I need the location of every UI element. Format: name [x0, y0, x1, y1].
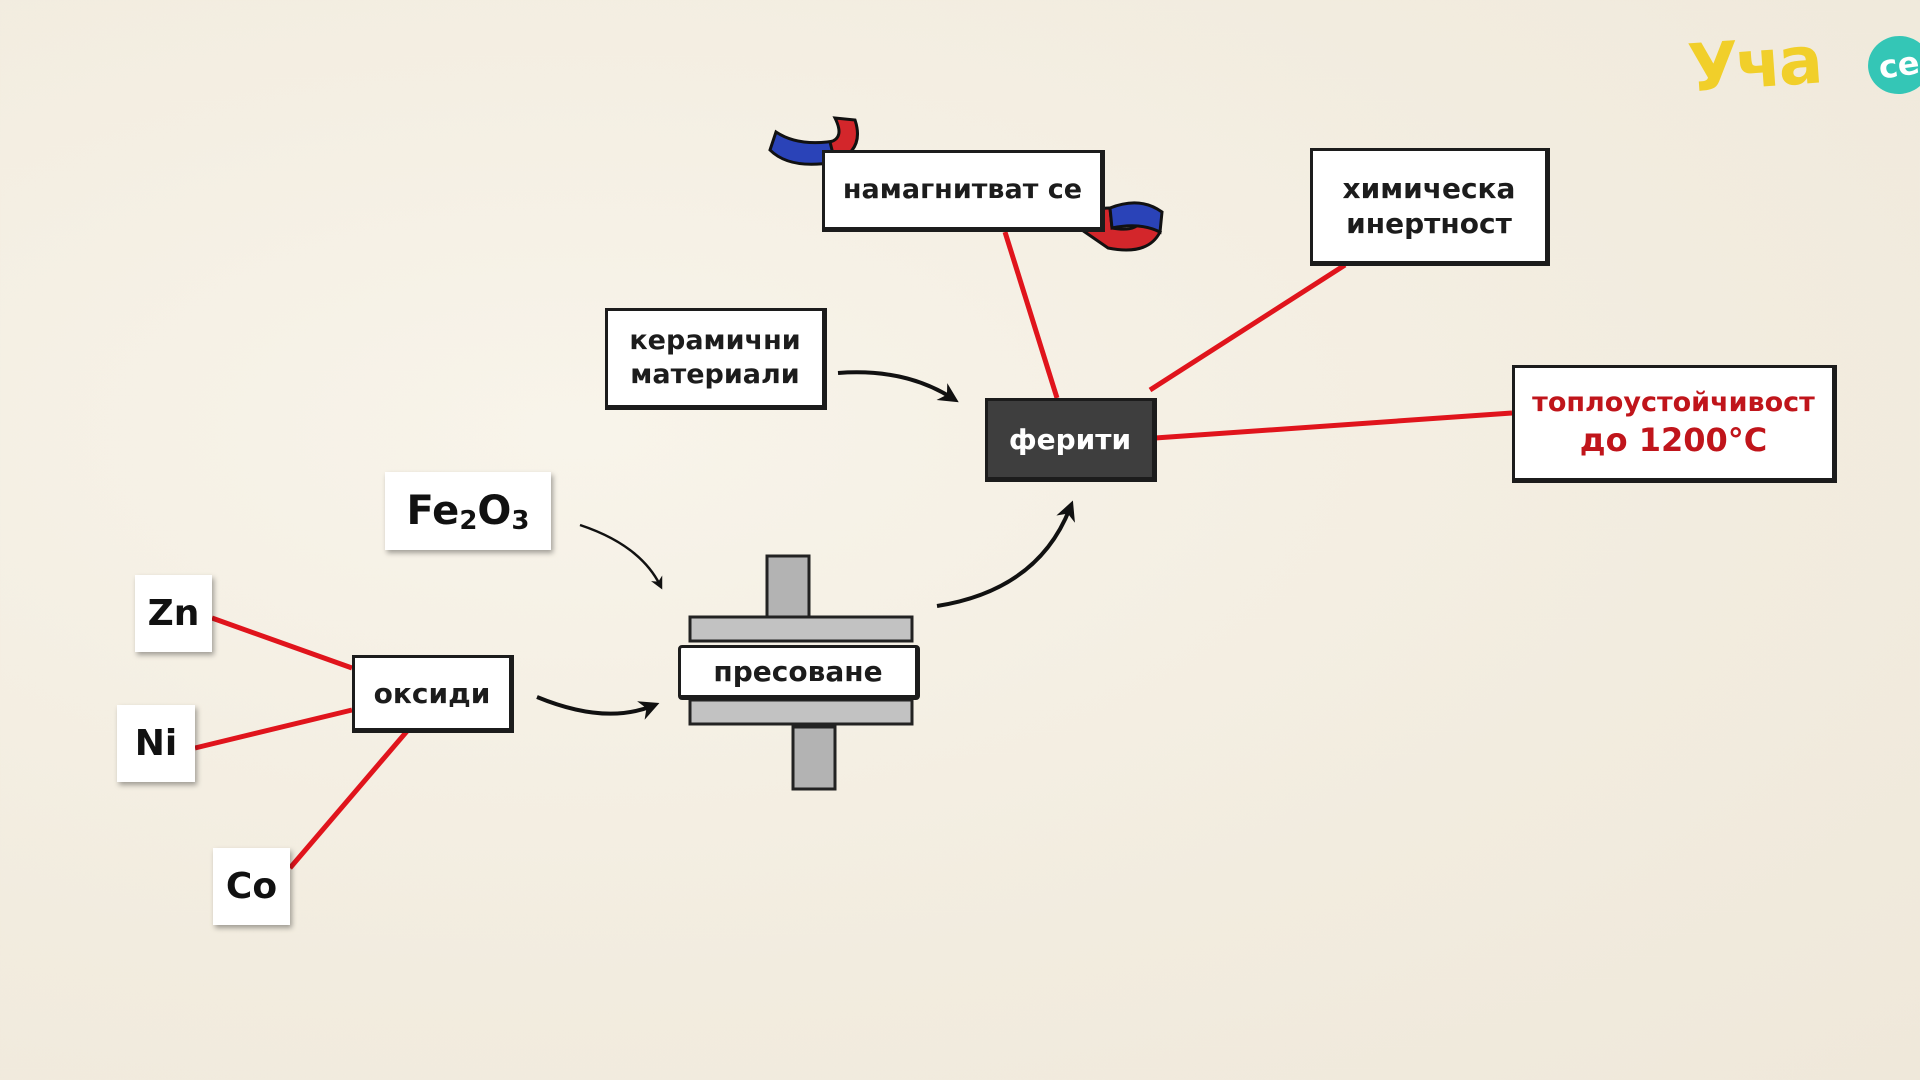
node-pressing: пресоване [678, 645, 920, 700]
node-magnetize: намагнитват се [822, 150, 1105, 232]
fe2o3-o: O [477, 488, 512, 534]
node-heat-line2: до 1200°C [1579, 420, 1768, 459]
node-co: Co [213, 848, 290, 925]
connector-co-oxides [288, 728, 410, 870]
node-ni-label: Ni [134, 723, 178, 764]
connector-magnetize-ferrites [1002, 231, 1060, 399]
node-pressing-label: пресоване [713, 655, 883, 688]
node-ceramic-materials: керамични материали [605, 308, 827, 410]
fe2o3-fe: Fe [406, 488, 460, 534]
fe2o3-sub2: 3 [511, 506, 530, 536]
node-heat-line1: топлоустойчивост [1532, 387, 1815, 419]
node-heat-resistance: топлоустойчивост до 1200°C [1512, 365, 1837, 483]
connector-heat-ferrites [1154, 410, 1513, 441]
node-ceramic-line1: керамични [629, 325, 801, 357]
node-ceramic-line2: материали [630, 359, 800, 390]
node-zn: Zn [135, 575, 212, 652]
logo-text: Уча [1685, 21, 1823, 108]
node-ferrites: ферити [985, 398, 1157, 482]
node-zn-label: Zn [147, 593, 200, 634]
arrow-pressing-ferrites [936, 500, 1075, 608]
fe2o3-sub1: 2 [459, 506, 478, 536]
press-icon [688, 554, 914, 791]
node-chemical-inertness: химическа инертност [1310, 148, 1550, 266]
connector-chem-ferrites [1148, 262, 1347, 393]
arrow-fe2o3-pressing [579, 523, 663, 590]
node-ni: Ni [117, 705, 195, 782]
node-oxides-label: оксиди [373, 676, 491, 710]
connector-ni-oxides [194, 707, 353, 751]
connector-zn-oxides [211, 615, 353, 671]
node-ferrites-label: ферити [1008, 422, 1132, 456]
node-oxides: оксиди [352, 655, 514, 733]
arrow-ceramic-ferrites [837, 370, 959, 403]
node-co-label: Co [225, 866, 278, 907]
node-magnetize-label: намагнитват се [842, 174, 1083, 206]
node-chemical-inertness-line1: химическа [1342, 172, 1516, 205]
node-chemical-inertness-line2: инертност [1346, 207, 1512, 240]
arrow-oxides-pressing [536, 695, 660, 720]
